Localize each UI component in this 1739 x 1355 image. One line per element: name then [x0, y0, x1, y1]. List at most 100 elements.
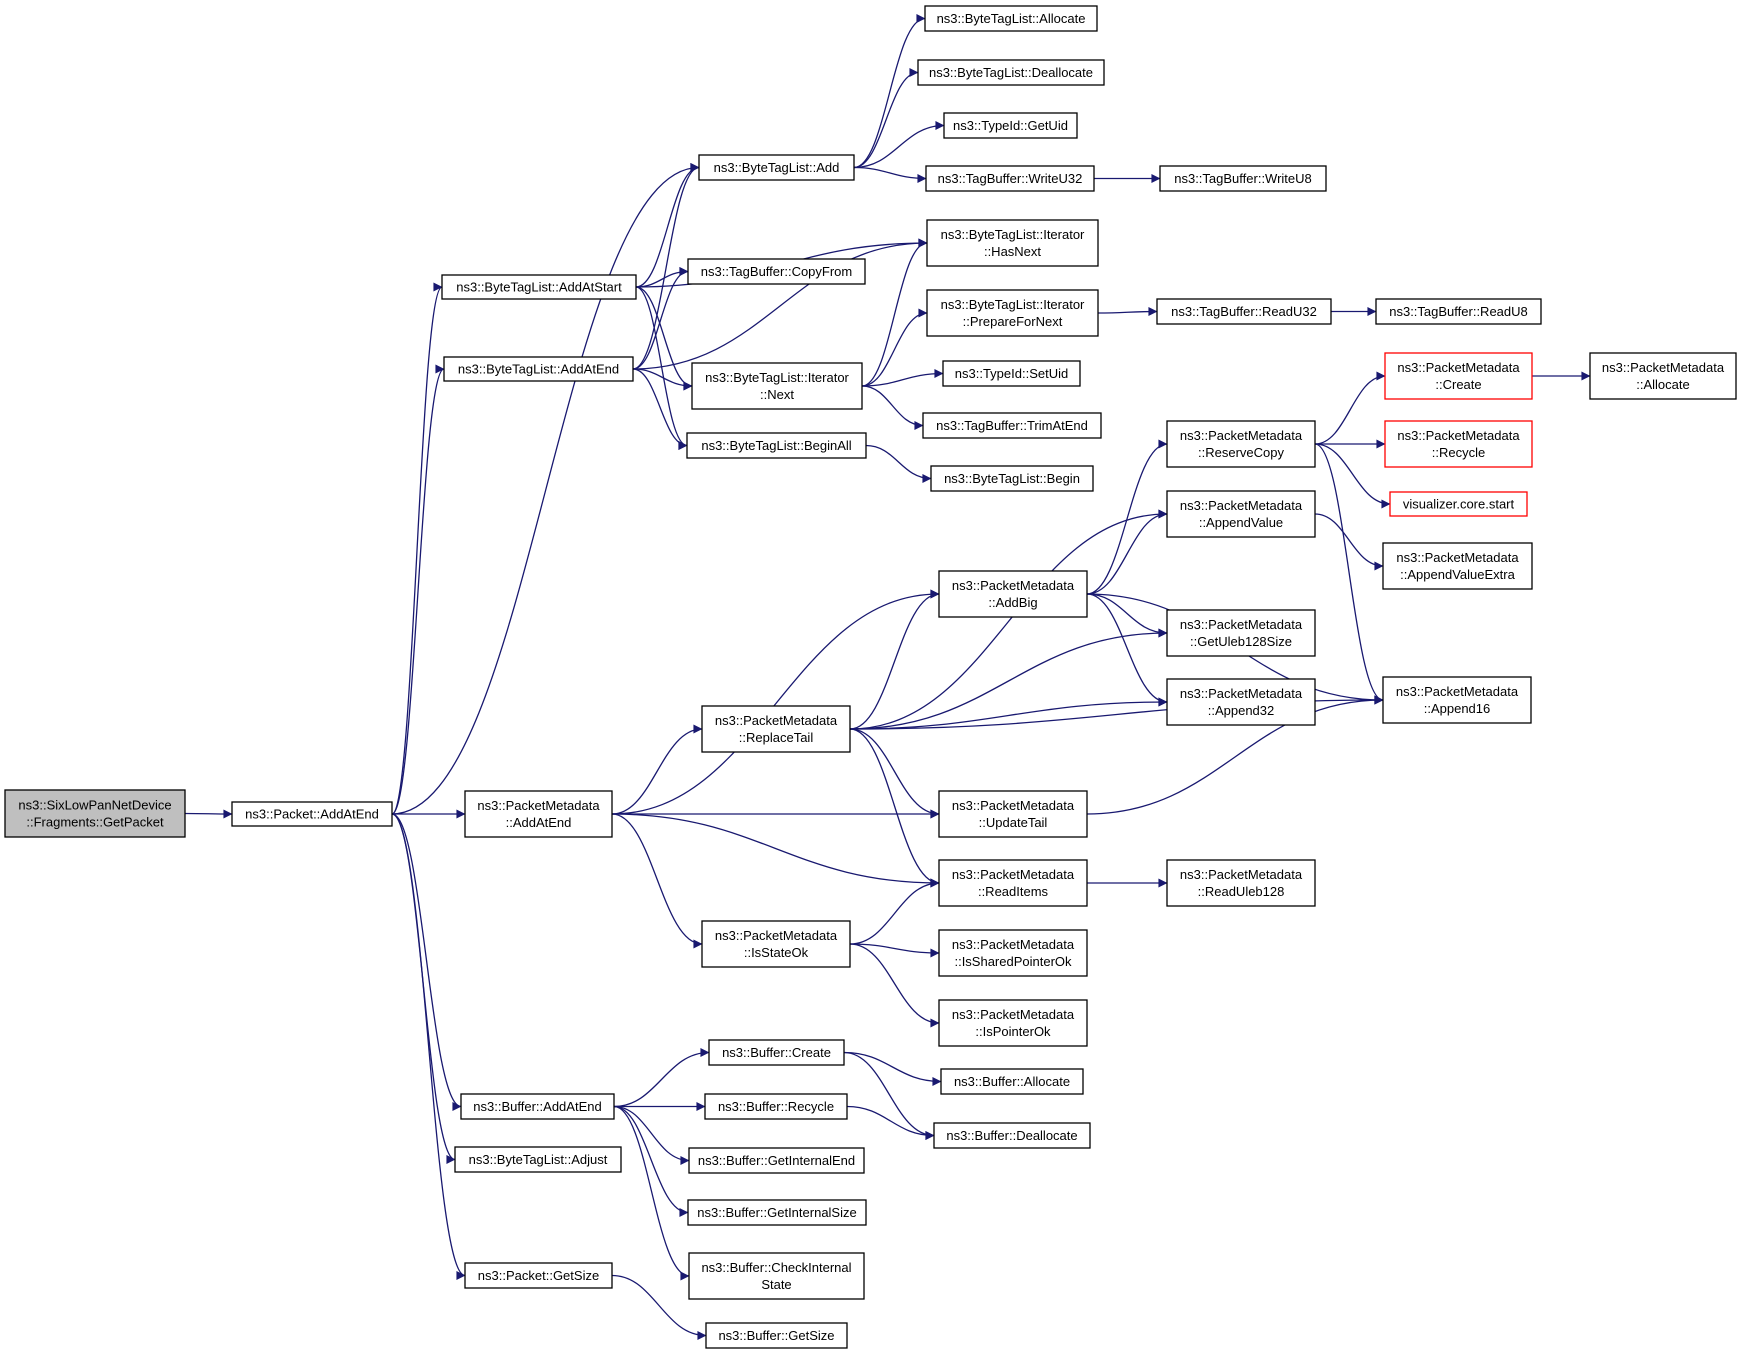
node-buf-addatend[interactable]: ns3::Buffer::AddAtEnd [460, 1093, 615, 1120]
node-pm-addbig[interactable]: ns3::PacketMetadata::AddBig [938, 570, 1088, 618]
node-tb-readu8[interactable]: ns3::TagBuffer::ReadU8 [1375, 298, 1542, 325]
node-tb-writeu32[interactable]: ns3::TagBuffer::WriteU32 [925, 165, 1095, 192]
edge-buf-addatend-to-buf-checkinternalstate [613, 1105, 690, 1281]
node-tb-copyfrom[interactable]: ns3::TagBuffer::CopyFrom [687, 258, 866, 285]
node-layer: ns3::SixLowPanNetDevice::Fragments::GetP… [4, 5, 1737, 1349]
node-pm-recycle[interactable]: ns3::PacketMetadata::Recycle [1384, 420, 1533, 468]
node-tb-readu32[interactable]: ns3::TagBuffer::ReadU32 [1156, 298, 1332, 325]
node-box [1375, 298, 1542, 325]
edge-pm-isstateok-to-pm-readitems [849, 878, 940, 945]
node-label-line: ns3::PacketMetadata [1397, 360, 1520, 375]
edge-buf-addatend-to-buf-getinternalend [613, 1105, 690, 1165]
node-pm-ispointerok[interactable]: ns3::PacketMetadata::IsPointerOk [938, 999, 1088, 1047]
node-btl-add[interactable]: ns3::ByteTagList::Add [698, 154, 855, 181]
node-pm-updatetail[interactable]: ns3::PacketMetadata::UpdateTail [938, 790, 1088, 838]
node-label-line: ns3::Buffer::GetSize [718, 1328, 834, 1343]
node-box [926, 219, 1099, 267]
node-btl-adjust[interactable]: ns3::ByteTagList::Adjust [454, 1146, 622, 1173]
node-label-line: ns3::Buffer::Deallocate [946, 1128, 1077, 1143]
edge-pm-addbig-to-pm-appendvalue [1086, 509, 1168, 595]
node-it-hasnext[interactable]: ns3::ByteTagList::Iterator::HasNext [926, 219, 1099, 267]
node-pm-addatend[interactable]: ns3::PacketMetadata::AddAtEnd [464, 790, 613, 838]
edge-arrow [861, 238, 928, 387]
node-typeid-getuid[interactable]: ns3::TypeId::GetUid [943, 112, 1078, 139]
node-btl-beginall[interactable]: ns3::ByteTagList::BeginAll [686, 432, 867, 459]
edge-arrow [391, 282, 443, 815]
node-buf-deallocate[interactable]: ns3::Buffer::Deallocate [933, 1122, 1091, 1149]
node-box [687, 1199, 867, 1226]
node-box [1384, 420, 1533, 468]
node-it-next[interactable]: ns3::ByteTagList::Iterator::Next [691, 362, 863, 410]
edge-arrow [1086, 593, 1168, 638]
node-box [460, 1093, 615, 1120]
node-pm-append16[interactable]: ns3::PacketMetadata::Append16 [1382, 676, 1532, 724]
edge-it-next-to-typeid-setuid [861, 369, 944, 387]
node-label-line: ns3::PacketMetadata [1180, 428, 1303, 443]
node-pkt-addatend[interactable]: ns3::Packet::AddAtEnd [231, 801, 393, 827]
edge-arrow [613, 1048, 710, 1108]
node-pm-allocate[interactable]: ns3::PacketMetadata::Allocate [1589, 352, 1737, 400]
node-box [1159, 165, 1327, 192]
node-box [926, 289, 1099, 337]
node-label-line: ns3::Buffer::CheckInternal [701, 1260, 851, 1275]
node-pm-readuleb128[interactable]: ns3::PacketMetadata::ReadUleb128 [1166, 859, 1316, 907]
edge-btl-addatstart-to-btl-add [635, 163, 700, 288]
node-label-line: ns3::PacketMetadata [1397, 428, 1520, 443]
edge-arrow [843, 1051, 942, 1086]
node-buf-allocate[interactable]: ns3::Buffer::Allocate [940, 1068, 1084, 1095]
edge-arrow [849, 728, 940, 819]
node-viz-start[interactable]: visualizer.core.start [1389, 491, 1528, 517]
edge-arrow [1314, 443, 1384, 705]
node-label-line: ::Allocate [1636, 377, 1689, 392]
node-pm-replacetail[interactable]: ns3::PacketMetadata::ReplaceTail [701, 705, 851, 753]
node-label-line: ns3::ByteTagList::Add [714, 160, 840, 175]
edge-arrow [861, 369, 944, 387]
node-box [1166, 490, 1316, 538]
edge-btl-addatend-to-tb-copyfrom [632, 267, 689, 370]
node-pm-readitems[interactable]: ns3::PacketMetadata::ReadItems [938, 859, 1088, 907]
node-buf-getinternalsize[interactable]: ns3::Buffer::GetInternalSize [687, 1199, 867, 1226]
node-buf-getinternalend[interactable]: ns3::Buffer::GetInternalEnd [688, 1147, 865, 1174]
node-label-line: ::Append32 [1208, 703, 1275, 718]
edge-arrow [632, 368, 688, 450]
node-buf-recycle[interactable]: ns3::Buffer::Recycle [704, 1093, 848, 1120]
node-tb-trimatend[interactable]: ns3::TagBuffer::TrimAtEnd [922, 412, 1102, 439]
edge-buf-create-to-buf-allocate [843, 1051, 942, 1086]
node-btl-allocate[interactable]: ns3::ByteTagList::Allocate [924, 5, 1098, 32]
node-pm-appendvalue[interactable]: ns3::PacketMetadata::AppendValue [1166, 490, 1316, 538]
node-pm-issharedpointerok[interactable]: ns3::PacketMetadata::IsSharedPointerOk [938, 929, 1088, 977]
edge-arrow [635, 163, 700, 288]
node-buf-create[interactable]: ns3::Buffer::Create [708, 1039, 845, 1066]
edge-arrow [184, 809, 233, 819]
node-btl-deallocate[interactable]: ns3::ByteTagList::Deallocate [917, 59, 1105, 86]
node-pkt-getsize[interactable]: ns3::Packet::GetSize [464, 1262, 613, 1289]
edge-layer [184, 14, 1591, 1340]
node-pm-append32[interactable]: ns3::PacketMetadata::Append32 [1166, 678, 1316, 726]
node-label-line: ::IsSharedPointerOk [954, 954, 1072, 969]
node-it-preparefornext[interactable]: ns3::ByteTagList::Iterator::PrepareForNe… [926, 289, 1099, 337]
edge-pm-replacetail-to-pm-appendvalue [849, 509, 1168, 730]
node-pm-create[interactable]: ns3::PacketMetadata::Create [1384, 352, 1533, 400]
node-label-line: ns3::PacketMetadata [952, 867, 1075, 882]
node-btl-begin[interactable]: ns3::ByteTagList::Begin [930, 465, 1094, 492]
node-pm-reservecopy[interactable]: ns3::PacketMetadata::ReserveCopy [1166, 420, 1316, 468]
node-label-line: ns3::PacketMetadata [952, 937, 1075, 952]
node-box [938, 929, 1088, 977]
node-label-line: ::PrepareForNext [963, 314, 1063, 329]
node-typeid-setuid[interactable]: ns3::TypeId::SetUid [942, 360, 1081, 387]
node-btl-addatstart[interactable]: ns3::ByteTagList::AddAtStart [441, 274, 637, 300]
node-pm-getuleb128size[interactable]: ns3::PacketMetadata::GetUleb128Size [1166, 609, 1316, 657]
node-pm-appendvalueextra[interactable]: ns3::PacketMetadata::AppendValueExtra [1382, 542, 1533, 590]
node-buf-getsize[interactable]: ns3::Buffer::GetSize [705, 1322, 848, 1349]
node-box [1589, 352, 1737, 400]
node-pm-isstateok[interactable]: ns3::PacketMetadata::IsStateOk [701, 920, 851, 968]
node-box [688, 1252, 865, 1300]
edge-pkt-addatend-to-pkt-getsize [391, 813, 466, 1280]
node-root[interactable]: ns3::SixLowPanNetDevice::Fragments::GetP… [4, 789, 186, 838]
node-btl-addatend[interactable]: ns3::ByteTagList::AddAtEnd [443, 356, 634, 382]
node-tb-writeu8[interactable]: ns3::TagBuffer::WriteU8 [1159, 165, 1327, 192]
node-label-line: ns3::Packet::GetSize [478, 1268, 599, 1283]
edge-btl-add-to-tb-writeu32 [853, 166, 927, 183]
edge-buf-create-to-buf-deallocate [843, 1051, 935, 1140]
